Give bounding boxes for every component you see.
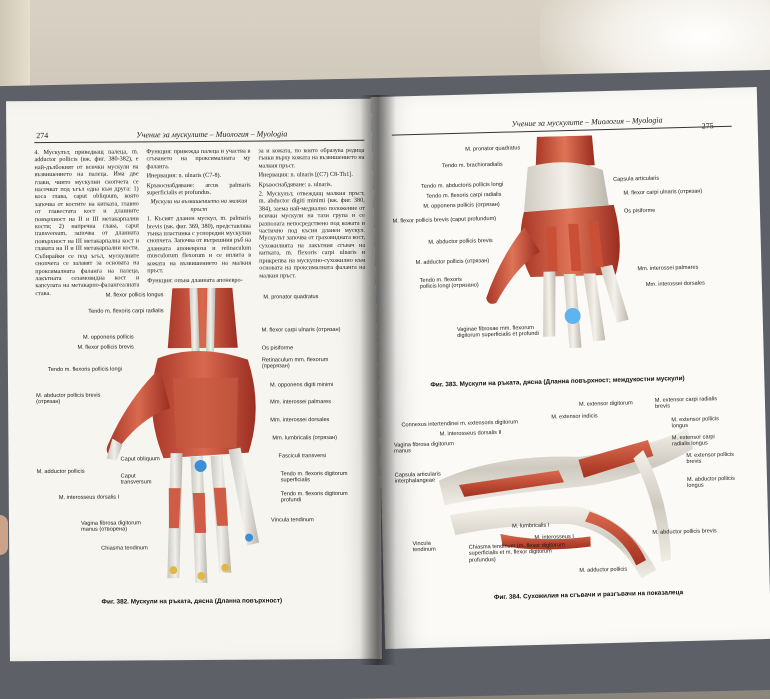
fig-label: Retinaculum mm. flexorum (прерязан) (261, 357, 329, 370)
fig-label: Os pisiforme (623, 207, 656, 215)
fig-label: Vincula tendinum (270, 517, 314, 524)
header-rule-left (34, 139, 365, 144)
fig-label: Vaginae fibrosae mm. flexorum digitorum … (456, 324, 539, 340)
book-gutter (360, 95, 396, 665)
fig-label: Vagina fibrosa digitorum manus (отворена… (80, 520, 141, 534)
paragraph: Функция: привежда палеца и участва в сгъ… (146, 147, 251, 171)
section-heading: Мускули на възвишението на малкия пръст (150, 198, 248, 213)
paragraph: 2. Мускулът, отвеждащ малкия пръст, m. a… (258, 189, 366, 280)
fig-label: Tendo m. flexoris digitorum superficiali… (280, 470, 348, 484)
fig-label: Vincula tendinum (412, 540, 436, 554)
fig-label: M. extensor carpi radialis longus (671, 434, 715, 448)
fig-label: M. opponens digiti minimi (270, 382, 334, 389)
hand-palmar-illustration (106, 287, 260, 583)
fig-label: Mm. interossei dorsales (270, 417, 330, 424)
running-header-right: Учение за мускулите – Миология – Myologi… (511, 115, 663, 129)
fig-label: M. adductor pollicis (579, 566, 628, 574)
fig-label: Chiasma tendinum (101, 545, 148, 552)
figure-caption-382: Фиг. 382. Мускули на ръката, дясна (Длан… (101, 597, 283, 606)
running-header-left: Учение за мускулите – Миология – Myologi… (136, 129, 288, 140)
fig-label: M. abductor pollicis longus (686, 475, 735, 490)
text-column-3: за и кожата, по която образува редица гъ… (258, 147, 365, 282)
fig-label: Caput transversum (120, 473, 152, 486)
hand-interossei-illustration (486, 135, 629, 349)
fig-label: M. extensor carpi radialis brevis (654, 396, 718, 411)
paragraph: Инервация: n. ulnaris [(C7) C8-Th1]. (258, 171, 353, 179)
fig-label: M. lumbricalis I (512, 522, 550, 530)
fig-label: Tendo m. flexoris pollicis longi (47, 366, 122, 374)
paragraph: 1. Късият дланен мускул, m. palmaris bre… (146, 214, 252, 275)
paragraph: Инервация: n. ulnaris (C7-8). (146, 172, 222, 180)
fig-label: Mm. interossei palmares (270, 399, 332, 406)
fig-label: M. opponens pollicis (отрязан) (423, 201, 500, 210)
fig-label: M. interosseus dorsalis I (58, 494, 120, 501)
paragraph: Кръвоснабдяване: arcus palmaris superfic… (146, 181, 251, 197)
text-column-2: Функция: привежда палеца и участва в сгъ… (146, 148, 251, 287)
figure-caption-383: Фиг. 383. Мускули на ръката, дясна (Длан… (430, 375, 685, 389)
fig-label: M. abductor pollicis brevis (428, 238, 493, 246)
fig-label: Fasciculi transversi (278, 453, 327, 460)
fig-label: Mm. interossei palmares (637, 264, 699, 273)
thumb-holding-page (0, 515, 8, 555)
paragraph: Кръвоснабдяване: a. ulnaris. (258, 180, 333, 189)
fig-label: M. opponens pollicis (82, 334, 134, 341)
fig-label: M. adductor pollicis (отрязан) (415, 258, 490, 267)
fig-label: Os pisiforme (261, 345, 294, 352)
fig-label: M. extensor pollicis longus (671, 416, 720, 430)
fig-label: Tendo m. flexoris digitorum profundi (280, 490, 348, 504)
fig-label: Mm. lumbricalis (отрязан) (272, 435, 337, 442)
fig-label: M. flexor carpi ulnaris (отрязан) (623, 188, 703, 197)
fig-label: Capsula articularis interphalangeae (394, 471, 441, 486)
fig-label: M. extensor indicis (551, 413, 598, 421)
paragraph: 4. Мускулът, приведващ палеца, m. adduct… (34, 148, 140, 297)
fig-label: Tendo m. flexoris pollicis longi (отряза… (419, 276, 479, 291)
header-rule-right (391, 125, 732, 136)
fig-label: M. extensor pollicis brevis (686, 451, 734, 466)
fig-label: M. adductor pollicis (36, 468, 85, 476)
fig-label: Caput obliquum (120, 456, 160, 463)
text-column-1: 4. Мускулът, приведващ палеца, m. adduct… (34, 148, 139, 299)
fig-label: M. interosseus I (534, 533, 574, 542)
fig-label: M. flexor pollicis brevis (77, 344, 134, 351)
fig-label: M. flexor pollicis longus (105, 292, 164, 299)
fig-label: M. extensor digitorum (578, 400, 633, 408)
fig-label: M. flexor pollicis brevis (caput profund… (392, 215, 497, 225)
index-finger-tendons-illustration (438, 428, 694, 579)
fig-label: M. abductor pollicis brevis (652, 528, 717, 536)
right-page: Учение за мускулите – Миология – Myologi… (370, 87, 770, 649)
paragraph: за и кожата, по която образува редица гъ… (258, 146, 365, 170)
fig-label: M. flexor carpi ulnaris (отрязан) (261, 326, 341, 334)
page-number-left: 274 (36, 131, 49, 141)
left-page: 274 Учение за мускулите – Миология – Myo… (6, 98, 382, 662)
fig-label: Mm. interossei dorsales (645, 280, 705, 289)
fig-label: M. pronator quadratus (263, 294, 319, 301)
fig-label: Capsula articularis (613, 175, 660, 183)
paragraph: Функция: опъва дланната апоневро- (147, 276, 243, 284)
fig-label: Chiasma tendinum (m. flexor digitorum su… (468, 542, 565, 564)
fig-label: Vagina fibrosa digitorum manus (393, 441, 454, 456)
fig-label: Tendo m. flexoris carpi radialis (88, 308, 164, 315)
fig-label: M. abductor pollicis brevis (отрязан) (36, 392, 101, 406)
